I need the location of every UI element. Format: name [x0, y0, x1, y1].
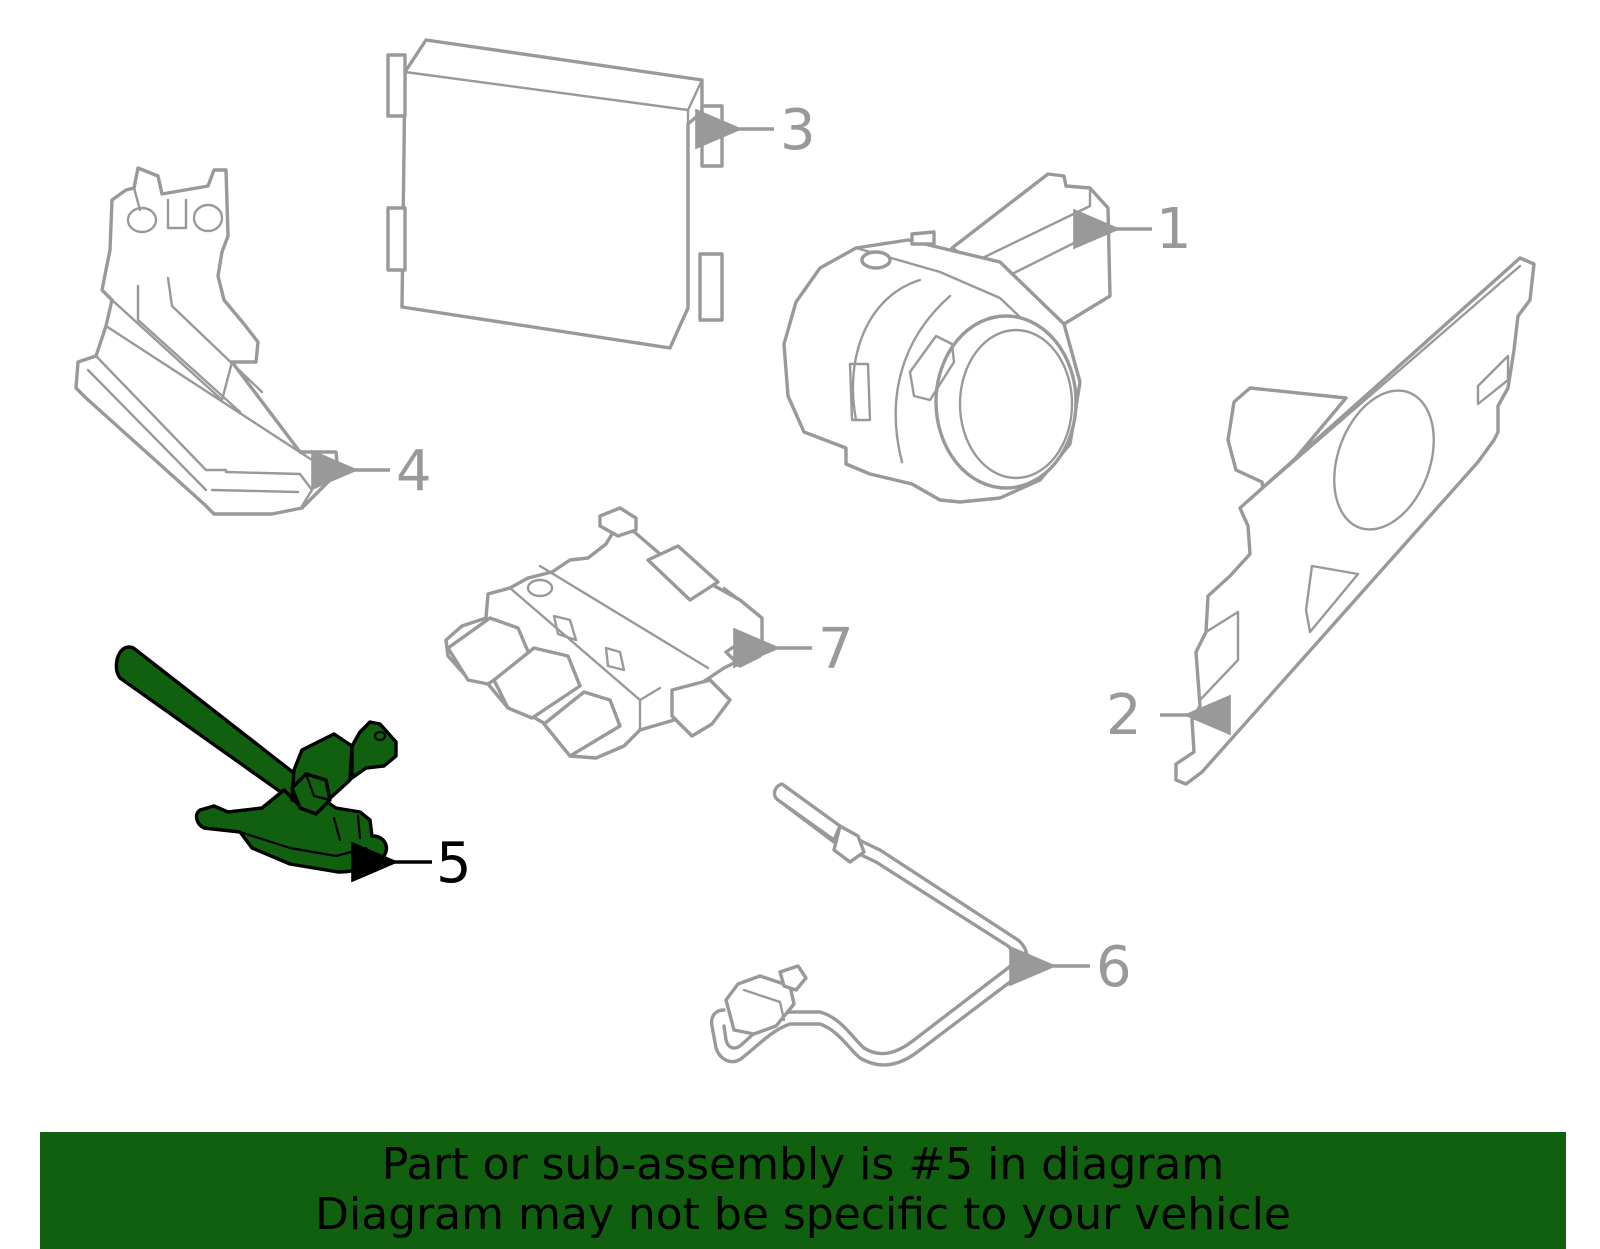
part-1-sensor: [782, 172, 1112, 504]
callout-1: 1: [1073, 197, 1192, 262]
info-banner: Part or sub-assembly is #5 in diagram Di…: [40, 1132, 1566, 1249]
callout-number-2: 2: [1106, 683, 1142, 748]
callout-number-4: 4: [396, 439, 432, 504]
callout-number-5: 5: [436, 831, 472, 896]
callout-4: 4: [311, 439, 432, 504]
part-4-bracket: [74, 166, 340, 516]
part-3-control-module: [386, 38, 724, 350]
callout-number-6: 6: [1096, 935, 1132, 1000]
part-7-connector-module: [444, 506, 764, 760]
callout-5: 5: [351, 831, 472, 896]
callout-7: 7: [733, 617, 854, 682]
banner-line-2: Diagram may not be specific to your vehi…: [315, 1189, 1291, 1240]
callout-2: 2: [1106, 683, 1231, 748]
part-6-wire-harness: [709, 782, 1029, 1067]
callout-6: 6: [1009, 935, 1132, 1000]
callout-number-7: 7: [818, 617, 854, 682]
part-5-highlighted-sensor: [114, 645, 398, 874]
callout-3: 3: [695, 98, 816, 163]
banner-line-1: Part or sub-assembly is #5 in diagram: [381, 1139, 1225, 1190]
callout-number-1: 1: [1156, 197, 1192, 262]
part-2-mounting-plate: [1174, 256, 1536, 786]
callout-number-3: 3: [780, 98, 816, 163]
